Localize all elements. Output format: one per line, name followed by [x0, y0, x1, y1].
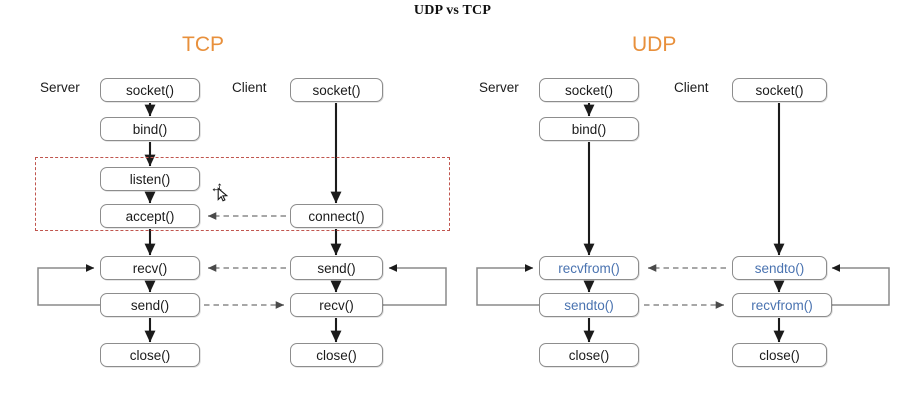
tcp-client-role-label: Client — [232, 80, 267, 95]
udp-client-role-label: Client — [674, 80, 709, 95]
udp-server-bind-node[interactable]: bind() — [539, 117, 639, 141]
tcp-server-close-node[interactable]: close() — [100, 343, 200, 367]
page-title: UDP vs TCP — [413, 3, 492, 18]
udp-client-socket-node[interactable]: socket() — [732, 78, 827, 102]
tcp-handshake-highlight-region — [35, 157, 450, 231]
tcp-server-recv-node[interactable]: recv() — [100, 256, 200, 280]
tcp-client-recv-node[interactable]: recv() — [290, 293, 383, 317]
tcp-server-socket-node[interactable]: socket() — [100, 78, 200, 102]
tcp-client-close-node[interactable]: close() — [290, 343, 383, 367]
wire-udp-server-loop — [476, 264, 539, 306]
udp-client-close-node[interactable]: close() — [732, 343, 827, 367]
tcp-client-connect-node[interactable]: connect() — [290, 204, 383, 228]
wire-tcp-client-loop — [383, 264, 447, 306]
tcp-server-accept-node[interactable]: accept() — [100, 204, 200, 228]
tcp-server-listen-node[interactable]: listen() — [100, 167, 200, 191]
tcp-client-socket-node[interactable]: socket() — [290, 78, 383, 102]
tcp-server-bind-node[interactable]: bind() — [100, 117, 200, 141]
udp-server-socket-node[interactable]: socket() — [539, 78, 639, 102]
wire-udp-client-loop — [830, 264, 890, 306]
move-cursor-icon — [210, 182, 232, 204]
udp-server-recvfrom-node[interactable]: recvfrom() — [539, 256, 639, 280]
tcp-server-role-label: Server — [40, 80, 80, 95]
udp-server-close-node[interactable]: close() — [539, 343, 639, 367]
udp-client-sendto-node[interactable]: sendto() — [732, 256, 827, 280]
tcp-heading: TCP — [182, 33, 224, 56]
udp-heading: UDP — [632, 33, 677, 56]
udp-client-recvfrom-node[interactable]: recvfrom() — [732, 293, 832, 317]
tcp-client-send-node[interactable]: send() — [290, 256, 383, 280]
wire-tcp-server-loop — [37, 264, 100, 306]
tcp-server-send-node[interactable]: send() — [100, 293, 200, 317]
udp-server-role-label: Server — [479, 80, 519, 95]
udp-server-sendto-node[interactable]: sendto() — [539, 293, 639, 317]
